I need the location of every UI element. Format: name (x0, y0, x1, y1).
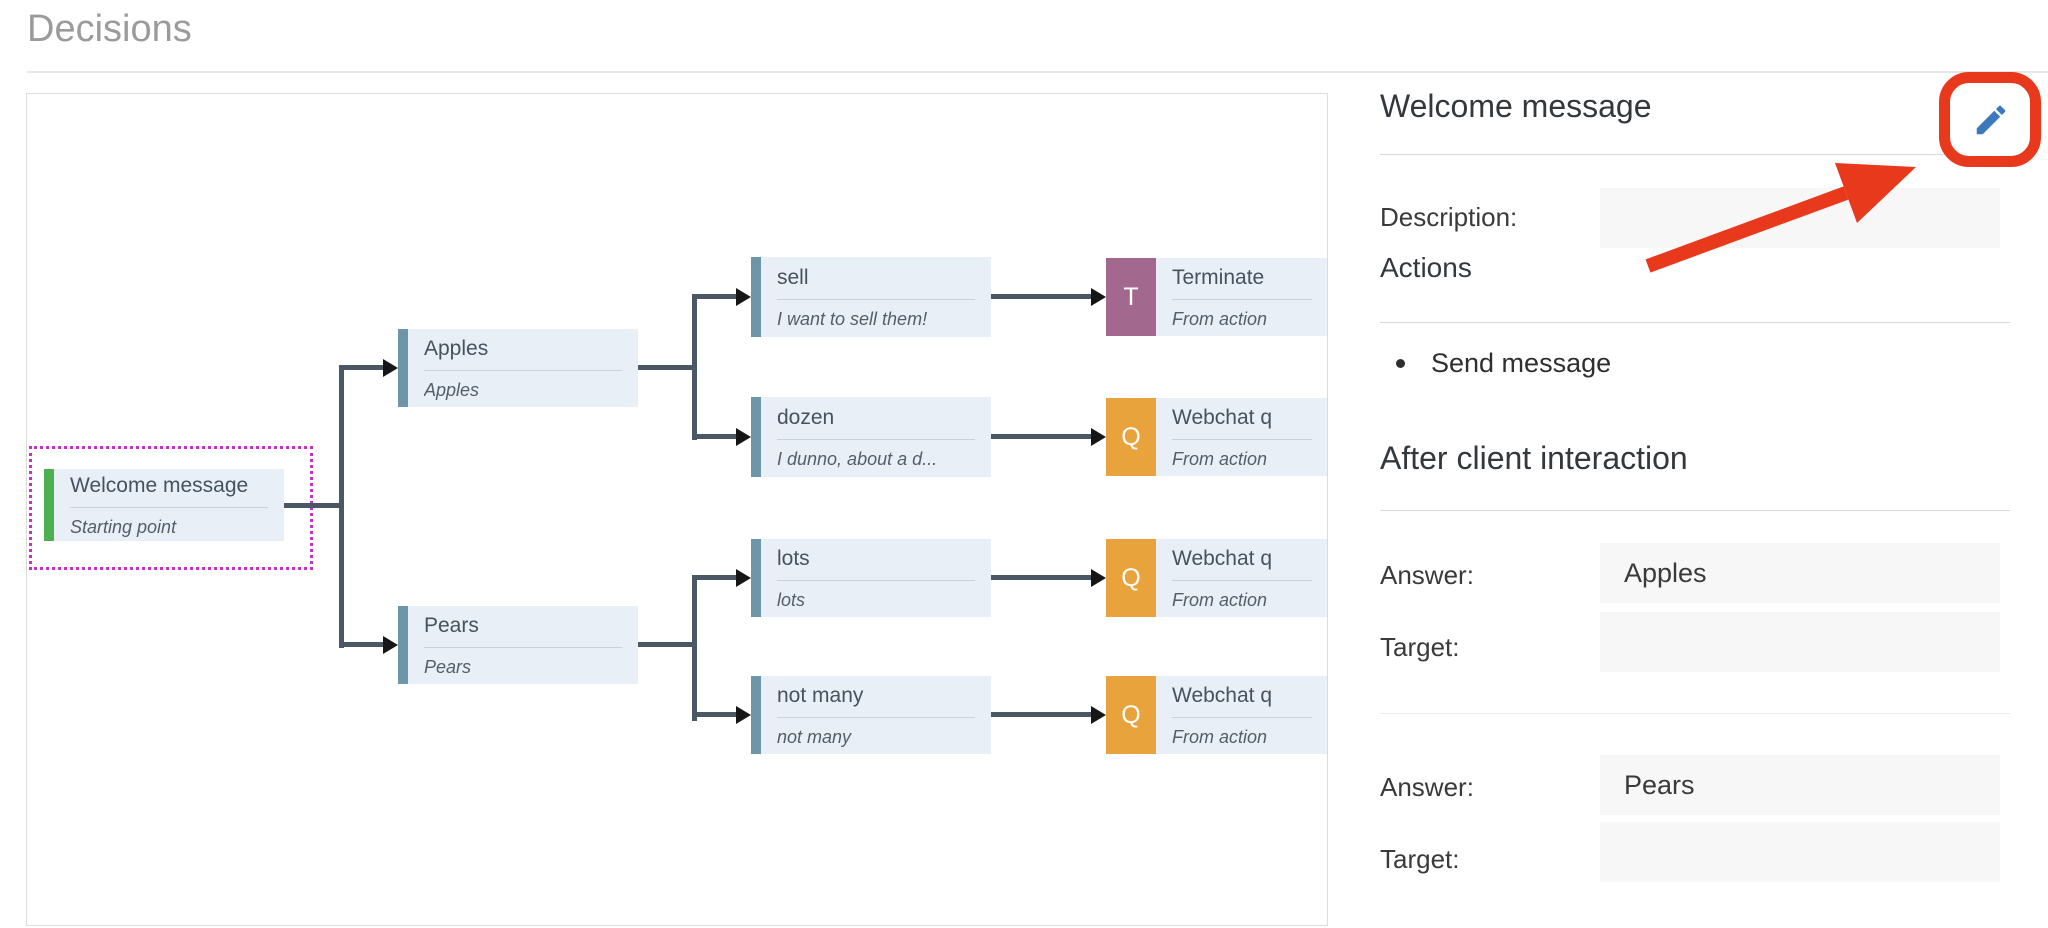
node-subtitle: From action (1172, 309, 1268, 329)
node-accent-bar (751, 397, 761, 477)
connector (991, 434, 1092, 439)
connector (638, 365, 697, 370)
question-badge-icon: Q (1106, 676, 1156, 754)
action-list-item: Send message (1396, 348, 1611, 379)
divider (1380, 322, 2010, 323)
start-accent-bar (44, 469, 54, 541)
connector-arrow (1091, 569, 1106, 587)
page-title: Decisions (27, 8, 192, 50)
terminate-badge-icon: T (1106, 258, 1156, 336)
tree-node-welcome-message[interactable]: Welcome message Starting point (44, 469, 284, 541)
tree-node-dozen[interactable]: dozen I dunno, about a d... (751, 397, 991, 477)
answer-value-field: Pears (1600, 755, 2000, 815)
node-accent-bar (751, 676, 761, 754)
connector (284, 503, 341, 508)
node-accent-bar (751, 539, 761, 617)
tree-node-sell[interactable]: sell I want to sell them! (751, 257, 991, 337)
connector-arrow (736, 569, 751, 587)
node-accent-bar (398, 606, 408, 684)
node-title: sell (777, 262, 975, 300)
connector-arrow (383, 359, 398, 377)
selected-node-outline (29, 446, 313, 570)
connector (991, 712, 1092, 717)
node-title: Pears (424, 610, 622, 648)
node-title: Webchat q (1172, 402, 1312, 440)
node-subtitle: lots (777, 590, 806, 610)
connector (991, 294, 1092, 299)
action-label: Send message (1431, 348, 1612, 378)
answer-label: Answer: (1380, 772, 1474, 802)
connector-arrow (1091, 428, 1106, 446)
connector-arrow (736, 706, 751, 724)
node-title: Terminate (1172, 262, 1312, 300)
node-subtitle: From action (1172, 449, 1268, 469)
after-client-interaction-heading: After client interaction (1380, 440, 1688, 476)
node-subtitle: I dunno, about a d... (777, 449, 938, 469)
tree-node-webchat-q-1[interactable]: Q Webchat q From action (1106, 398, 1327, 476)
connector (692, 294, 697, 440)
connector-arrow (383, 636, 398, 654)
node-title: Webchat q (1172, 543, 1312, 581)
answer-value-field: Apples (1600, 543, 2000, 603)
decision-tree-canvas: Welcome message Starting point Apples Ap… (27, 94, 1327, 925)
bullet-icon (1396, 359, 1405, 368)
target-label: Target: (1380, 632, 1460, 662)
node-detail-panel: Welcome message Description: Actions Sen… (1380, 74, 2048, 928)
connector (692, 712, 737, 717)
node-title: Apples (424, 333, 622, 371)
connector (692, 575, 697, 721)
target-value-field (1600, 822, 2000, 882)
node-subtitle: Apples (424, 380, 480, 400)
pencil-icon (1976, 105, 2006, 135)
node-subtitle: From action (1172, 590, 1268, 610)
divider (1380, 713, 2010, 714)
connector (339, 365, 384, 370)
connector (339, 642, 384, 647)
node-subtitle: I want to sell them! (777, 309, 928, 329)
tree-node-not-many[interactable]: not many not many (751, 676, 991, 754)
target-label: Target: (1380, 844, 1460, 874)
node-title: not many (777, 680, 975, 718)
target-value-field (1600, 612, 2000, 672)
tree-node-webchat-q-2[interactable]: Q Webchat q From action (1106, 539, 1327, 617)
description-label: Description: (1380, 202, 1518, 232)
node-subtitle: From action (1172, 727, 1268, 747)
connector-arrow (736, 288, 751, 306)
edit-button[interactable] (1952, 84, 2030, 156)
connector (991, 575, 1092, 580)
node-title: Welcome message (70, 470, 268, 508)
question-badge-icon: Q (1106, 539, 1156, 617)
node-accent-bar (398, 329, 408, 407)
tree-node-terminate[interactable]: T Terminate From action (1106, 258, 1327, 336)
connector (692, 575, 737, 580)
connector-arrow (736, 428, 751, 446)
node-title: Webchat q (1172, 680, 1312, 718)
connector (692, 294, 737, 299)
node-subtitle: Pears (424, 657, 472, 677)
node-subtitle: Starting point (70, 517, 177, 537)
question-badge-icon: Q (1106, 398, 1156, 476)
node-subtitle: not many (777, 727, 852, 747)
connector (638, 642, 697, 647)
node-accent-bar (751, 257, 761, 337)
connector-arrow (1091, 288, 1106, 306)
node-title: lots (777, 543, 975, 581)
node-title: dozen (777, 402, 975, 440)
connector-arrow (1091, 706, 1106, 724)
tree-node-pears[interactable]: Pears Pears (398, 606, 638, 684)
tree-node-lots[interactable]: lots lots (751, 539, 991, 617)
connector (339, 365, 344, 648)
detail-title: Welcome message (1380, 88, 1652, 124)
actions-heading: Actions (1380, 252, 1472, 283)
divider (1380, 510, 2010, 511)
connector (692, 434, 737, 439)
page-title-divider (27, 71, 2048, 73)
decision-tree-panel: Welcome message Starting point Apples Ap… (26, 93, 1328, 926)
tree-node-webchat-q-3[interactable]: Q Webchat q From action (1106, 676, 1327, 754)
tree-node-apples[interactable]: Apples Apples (398, 329, 638, 407)
divider (1380, 154, 2010, 155)
description-value-field (1600, 188, 2000, 248)
answer-label: Answer: (1380, 560, 1474, 590)
